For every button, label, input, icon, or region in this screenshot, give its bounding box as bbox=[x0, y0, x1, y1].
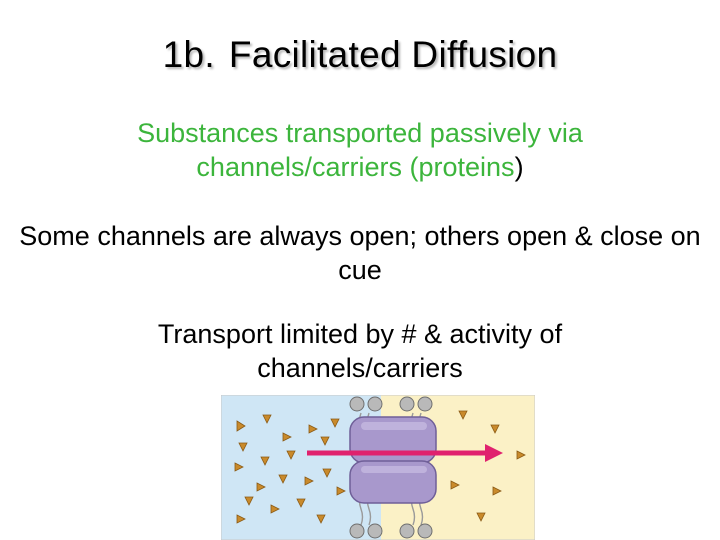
channel-protein bbox=[349, 416, 437, 504]
subtitle: Substances transported passively via cha… bbox=[40, 116, 680, 184]
solute-molecules bbox=[234, 410, 526, 524]
point-channels-open-close: Some channels are always open; others op… bbox=[19, 221, 701, 285]
point-transport-limited: Transport limited by # & activity of cha… bbox=[157, 319, 563, 383]
title-text: Facilitated Diffusion bbox=[228, 34, 558, 75]
facilitated-diffusion-diagram bbox=[221, 395, 535, 540]
subtitle-close-paren: ) bbox=[514, 152, 524, 182]
lipid-heads bbox=[349, 396, 433, 539]
slide-title: 1b. Facilitated Diffusion bbox=[0, 34, 720, 76]
title-prefix: 1b. bbox=[162, 34, 215, 75]
transport-arrow bbox=[307, 444, 503, 462]
subtitle-main: Substances transported passively via cha… bbox=[137, 118, 583, 182]
